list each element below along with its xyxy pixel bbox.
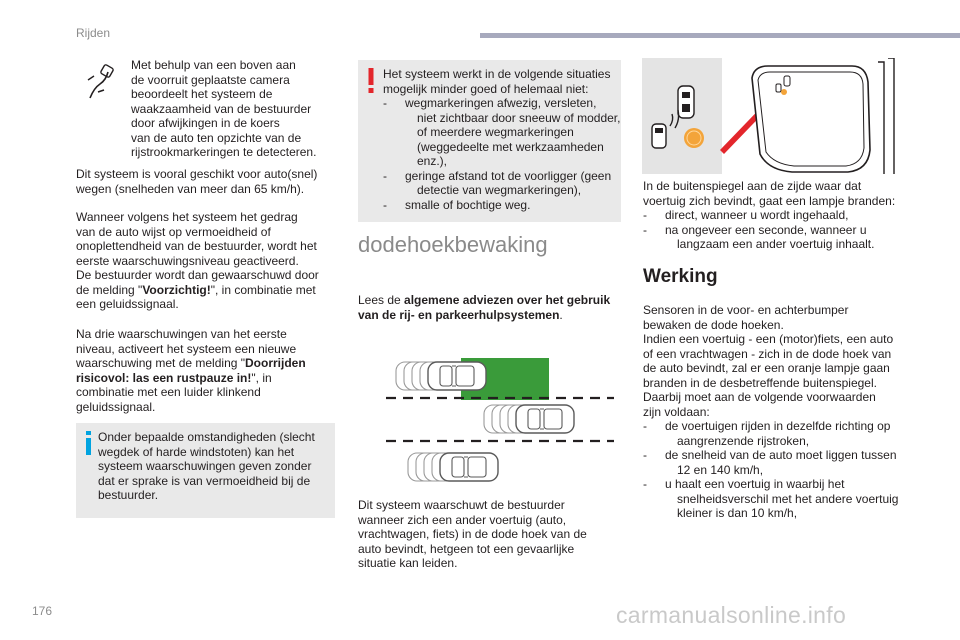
system-description: Dit systeem waarschuwt de bestuurder wan… bbox=[358, 498, 587, 570]
info-box: Onder bepaalde omstandigheden (slecht we… bbox=[76, 423, 335, 518]
read-advice: Lees de algemene adviezen over het gebru… bbox=[358, 293, 611, 322]
werking-description: Sensoren in de voor- en achterbumper bew… bbox=[643, 303, 899, 520]
paragraph-second-warning: Na drie waarschuwingen van het eerste ni… bbox=[76, 327, 306, 414]
condition-item: - de voertuigen rijden in dezelfde richt… bbox=[643, 419, 891, 448]
paragraph-first-warning: Wanneer volgens het systeem het gedrag v… bbox=[76, 210, 319, 311]
warning-message-2a: Doorrijden bbox=[245, 356, 306, 370]
mirror-illustration bbox=[642, 58, 895, 174]
info-icon bbox=[86, 431, 91, 455]
warning-exclamation-icon bbox=[368, 68, 374, 93]
section-header: Rijden bbox=[76, 26, 111, 40]
warning-message-2b: risicovol: las een rustpauze in! bbox=[76, 370, 252, 385]
warning-item: - smalle of bochtige weg. bbox=[383, 197, 531, 212]
header-bar bbox=[480, 33, 960, 38]
mirror-description: In de buitenspiegel aan de zijde waar da… bbox=[643, 179, 896, 252]
warning-box: Het systeem werkt in de volgende situati… bbox=[358, 60, 621, 222]
section-title: dodehoekbewaking bbox=[358, 232, 548, 257]
lane-camera-icon bbox=[87, 64, 114, 99]
camera-description: Met behulp van een boven aan de voorruit… bbox=[131, 58, 317, 159]
warning-item: - geringe afstand tot de voorligger (gee… bbox=[383, 168, 612, 198]
subsection-title: Werking bbox=[643, 266, 718, 287]
paragraph-highway: Dit systeem is vooral geschikt voor auto… bbox=[76, 167, 318, 196]
condition-item: - u haalt een voertuig in waarbij het sn… bbox=[643, 477, 899, 520]
watermark: carmanualsonline.info bbox=[616, 602, 847, 628]
page-number: 176 bbox=[32, 604, 53, 618]
warning-message-1: Voorzichtig! bbox=[142, 282, 211, 297]
blind-spot-illustration bbox=[386, 358, 614, 482]
condition-item: - de snelheid van de auto moet liggen tu… bbox=[643, 448, 897, 477]
mirror-item: - na ongeveer een seconde, wanneer u lan… bbox=[643, 222, 875, 252]
mirror-item: - direct, wanneer u wordt ingehaald, bbox=[643, 208, 849, 222]
warning-item: - wegmarkeringen afwezig, versleten, nie… bbox=[383, 96, 621, 168]
